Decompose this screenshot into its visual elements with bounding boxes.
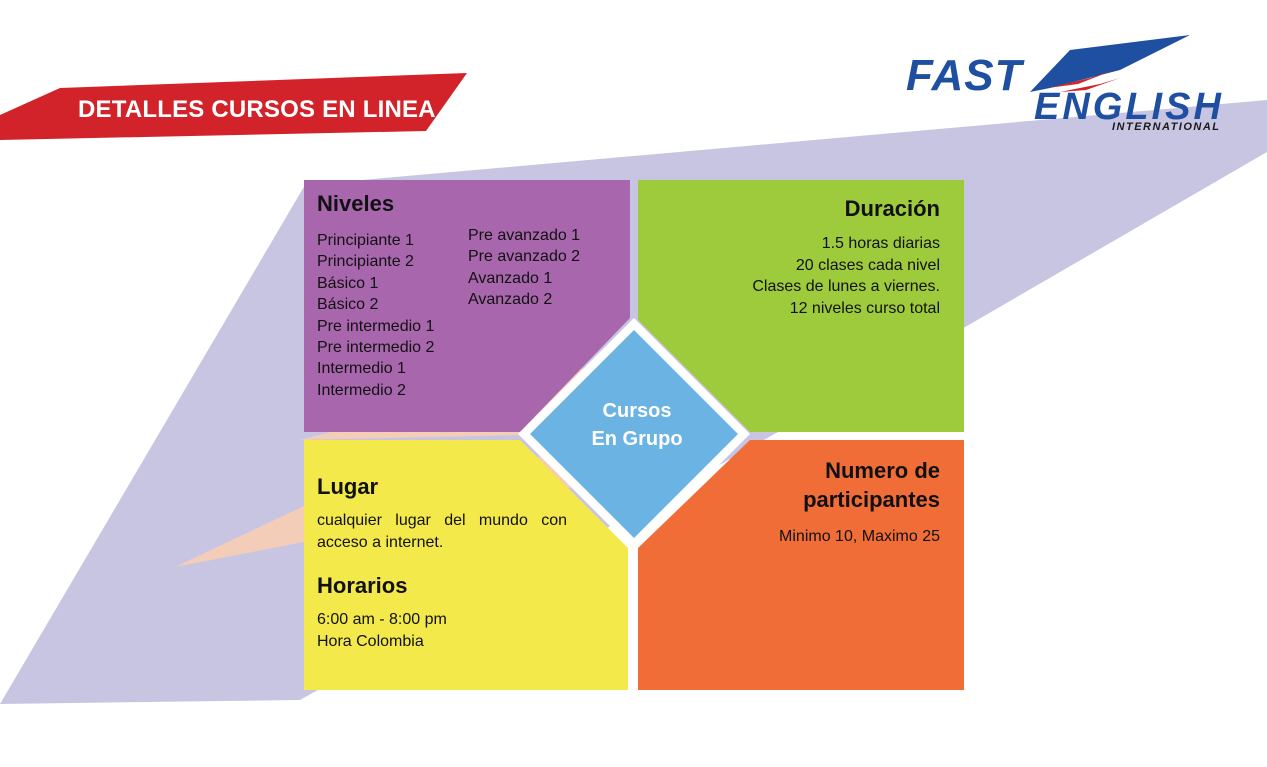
duracion-item: 20 clases cada nivel: [795, 256, 940, 274]
niveles-panel: [304, 180, 630, 432]
logo-fast-text: FAST: [906, 51, 1023, 100]
nivel-item: Avanzado 2: [468, 291, 553, 309]
participantes-section: Numero de participantes Minimo 10, Maxim…: [700, 458, 940, 547]
duracion-title: Duración: [844, 196, 940, 221]
nivel-item: Principiante 1: [317, 232, 414, 249]
niveles-heading: Niveles: [317, 191, 394, 217]
niveles-list-col1: Principiante 1 Principiante 2 Básico 1 B…: [317, 230, 434, 401]
nivel-item: Pre intermedio 1: [317, 317, 435, 335]
horarios-line2: Hora Colombia: [317, 632, 424, 650]
nivel-item: Pre avanzado 2: [468, 248, 581, 266]
lugar-text: cualquier lugar del mundo con acceso a i…: [317, 512, 567, 551]
center-label-line2: En Grupo: [591, 428, 683, 450]
center-label-line1: Cursos: [602, 400, 672, 422]
duracion-item: Clases de lunes a viernes.: [752, 278, 940, 296]
duracion-panel: [638, 180, 964, 432]
horarios-section: Horarios 6:00 am - 8:00 pm Hora Colombia: [317, 573, 567, 652]
center-diamond: [530, 330, 738, 538]
lugar-section: Lugar cualquier lugar del mundo con acce…: [317, 474, 567, 553]
lugar-title: Lugar: [317, 474, 379, 499]
participantes-panel: [638, 440, 964, 690]
logo-wing-icon: [1030, 35, 1190, 92]
nivel-item: Intermedio 2: [317, 381, 406, 399]
duracion-item: 12 niveles curso total: [789, 299, 940, 317]
banner-shape: [0, 73, 467, 140]
nivel-item: Intermedio 1: [317, 360, 406, 378]
horarios-line1: 6:00 am - 8:00 pm: [317, 611, 447, 629]
participantes-title-line1: Numero de: [825, 458, 940, 483]
nivel-item: Avanzado 1: [468, 269, 553, 287]
niveles-list-col2: Pre avanzado 1 Pre avanzado 2 Avanzado 1…: [468, 225, 580, 311]
lugar-panel: [304, 440, 628, 690]
horarios-title: Horarios: [317, 573, 408, 598]
logo-english-text: ENGLISH: [1034, 86, 1224, 128]
participantes-text: Minimo 10, Maximo 25: [779, 527, 940, 545]
nivel-item: Básico 2: [317, 296, 379, 314]
niveles-title: Niveles: [317, 191, 395, 216]
participantes-title-line2: participantes: [803, 487, 940, 513]
brand-logo: FAST ENGLISH INTERNATIONAL: [900, 30, 1260, 140]
duracion-item: 1.5 horas diarias: [821, 235, 940, 253]
nivel-item: Pre intermedio 2: [317, 339, 435, 357]
duracion-section: Duración 1.5 horas diarias 20 clases cad…: [650, 196, 940, 319]
duracion-list: 1.5 horas diarias 20 clases cada nivel C…: [650, 233, 940, 319]
nivel-item: Básico 1: [317, 274, 379, 292]
nivel-item: Principiante 2: [317, 253, 414, 271]
nivel-item: Pre avanzado 1: [468, 227, 581, 244]
banner-title: DETALLES CURSOS EN LINEA: [78, 96, 436, 123]
center-label: Cursos En Grupo: [567, 397, 707, 453]
logo-international-text: INTERNATIONAL: [1112, 121, 1221, 133]
